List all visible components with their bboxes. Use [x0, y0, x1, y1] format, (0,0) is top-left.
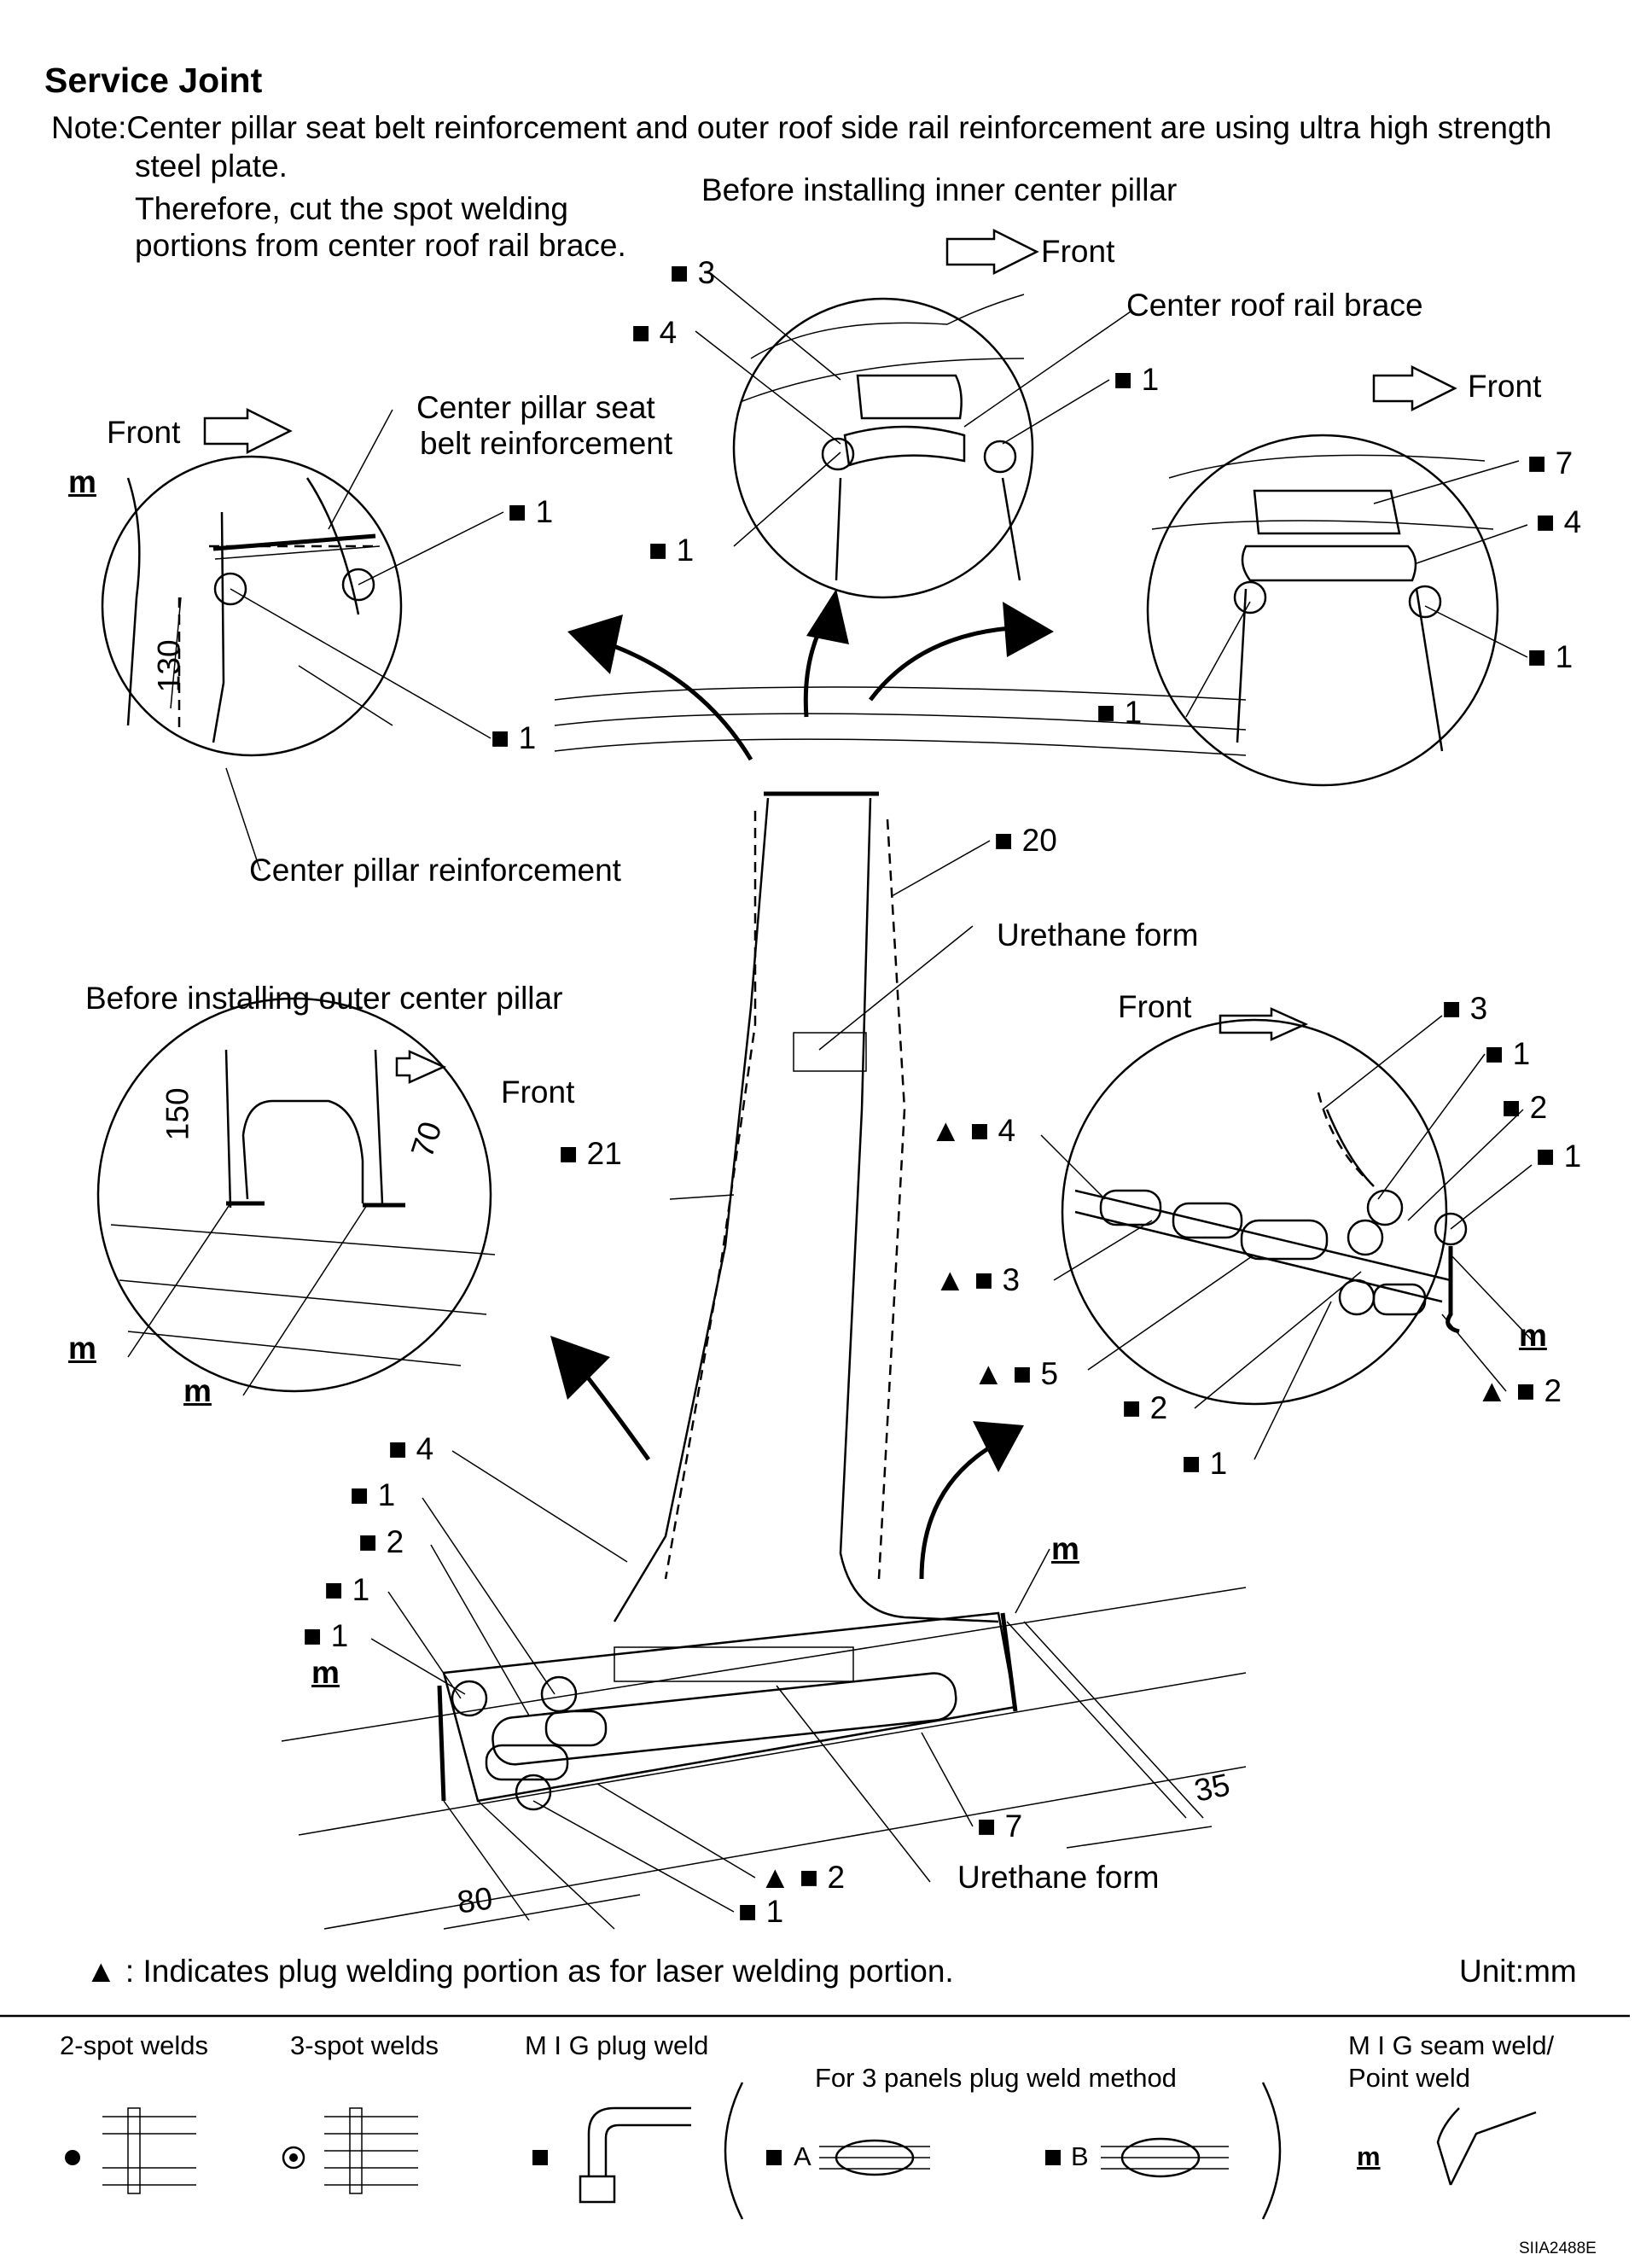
callout-2: ■ 2 [1122, 1390, 1168, 1425]
legend-mig-symbol: m [1357, 2141, 1381, 2171]
outer-pillar-detail-lines [110, 1049, 496, 1366]
front-label-roof: Front [1468, 369, 1542, 404]
legend-label-a: A [794, 2141, 811, 2171]
callout-1: ■ 1 [1096, 695, 1143, 730]
dim-80: 80 [455, 1880, 495, 1920]
unit-label: Unit:mm [1459, 1954, 1577, 1989]
front-label-seatbelt: Front [107, 415, 181, 450]
dim-150: 150 [160, 1087, 195, 1141]
seat-belt-label-1: Center pillar seat [416, 390, 655, 425]
callout-4: ■ 4 [1536, 504, 1582, 539]
callout-1: ■ 1 [1114, 362, 1160, 397]
mig-symbol-outer-1: m [68, 1331, 96, 1366]
callout-1: ■ 1 [1527, 639, 1573, 674]
callout-1: ■ 1 [303, 1618, 349, 1653]
inner-view-title: Before installing inner center pillar [701, 172, 1178, 207]
front-label-outer: Front [501, 1075, 575, 1110]
center-pillar-main-lines [281, 686, 1247, 1930]
front-label-rocker: Front [1118, 989, 1192, 1024]
callout-3: ■ 3 [1442, 991, 1488, 1026]
callout-plug-4: ▲ ■ 4 [930, 1113, 1016, 1148]
note-line-4: portions from center roof rail brace. [135, 228, 626, 263]
rocker-detail-lines [1074, 1092, 1468, 1334]
legend-three-spot: 3-spot welds [290, 2030, 439, 2060]
front-label-inner: Front [1041, 234, 1115, 269]
callout-1: ■ 1 [738, 1894, 784, 1929]
note-line-1: Note:Center pillar seat belt reinforceme… [51, 110, 1552, 145]
legend-mig-seam-2: Point weld [1348, 2063, 1471, 2093]
callout-1: ■ 1 [508, 494, 554, 529]
callout-4: ■ 4 [631, 315, 678, 350]
roof-brace-detail-circle [1146, 434, 1499, 787]
callout-1: ■ 1 [491, 720, 537, 755]
mig-symbol-main-left: m [311, 1655, 340, 1690]
callout-2: ■ 2 [358, 1524, 404, 1559]
mig-symbol-seatbelt: m [68, 464, 96, 499]
legend-drawings [65, 2082, 1537, 2220]
leader-lines [127, 271, 1533, 1930]
inner-pillar-detail-circle [732, 297, 1034, 599]
callout-1: ■ 1 [324, 1572, 370, 1607]
callout-3: ■ 3 [670, 255, 716, 290]
callout-1: ■ 1 [350, 1477, 396, 1512]
legend-three-panels: For 3 panels plug weld method [815, 2063, 1177, 2093]
roof-brace-detail-lines [1151, 454, 1494, 752]
legend-two-spot: 2-spot welds [60, 2030, 209, 2060]
callout-plug-3: ▲ ■ 3 [934, 1262, 1021, 1297]
seat-belt-detail-lines [126, 477, 381, 743]
callout-plug-5: ▲ ■ 5 [973, 1356, 1059, 1391]
page-title: Service Joint [44, 61, 263, 100]
direction-arrows [550, 589, 1054, 1580]
callout-1: ■ 1 [649, 533, 695, 568]
plug-note: ▲ : Indicates plug welding portion as fo… [85, 1954, 954, 1989]
mig-symbol-outer-2: m [183, 1373, 212, 1408]
mig-symbol-rocker: m [1519, 1318, 1547, 1353]
seat-belt-detail-circle [101, 455, 403, 757]
center-pillar-reinforcement-label: Center pillar reinforcement [249, 853, 621, 888]
legend-mig-plug: M I G plug weld [525, 2030, 709, 2060]
callout-1: ■ 1 [1536, 1139, 1582, 1174]
center-roof-rail-brace-label: Center roof rail brace [1126, 288, 1423, 323]
rocker-detail-circle [1061, 1018, 1448, 1406]
dim-130: 130 [151, 639, 187, 693]
legend-mig-seam-1: M I G seam weld/ [1348, 2030, 1555, 2060]
callout-7: ■ 7 [977, 1809, 1023, 1844]
callout-1: ■ 1 [1182, 1446, 1228, 1481]
front-arrow-shapes [203, 228, 1457, 1084]
dim-35: 35 [1191, 1767, 1233, 1809]
note-line-2: steel plate. [135, 149, 288, 183]
figure-id: SIIA2488E [1519, 2240, 1597, 2257]
callout-21: ■ 21 [559, 1136, 622, 1171]
urethane-form-label-lower: Urethane form [957, 1860, 1160, 1895]
callout-1: ■ 1 [1485, 1036, 1531, 1071]
urethane-form-label-upper: Urethane form [997, 917, 1199, 952]
legend-label-b: B [1071, 2141, 1089, 2171]
callout-7: ■ 7 [1527, 446, 1573, 481]
callout-20: ■ 20 [994, 823, 1057, 858]
mig-symbol-main-right: m [1051, 1531, 1079, 1566]
inner-pillar-detail-lines [742, 294, 1025, 581]
callout-plug-2: ▲ ■ 2 [759, 1860, 846, 1895]
note-line-3: Therefore, cut the spot welding [135, 191, 569, 226]
callout-4: ■ 4 [388, 1431, 434, 1466]
outer-pillar-detail-circle [96, 997, 492, 1393]
callout-plug-2: ▲ ■ 2 [1476, 1373, 1562, 1408]
seat-belt-label-2: belt reinforcement [420, 426, 673, 461]
outer-view-title: Before installing outer center pillar [85, 981, 563, 1016]
callout-2: ■ 2 [1502, 1090, 1548, 1125]
